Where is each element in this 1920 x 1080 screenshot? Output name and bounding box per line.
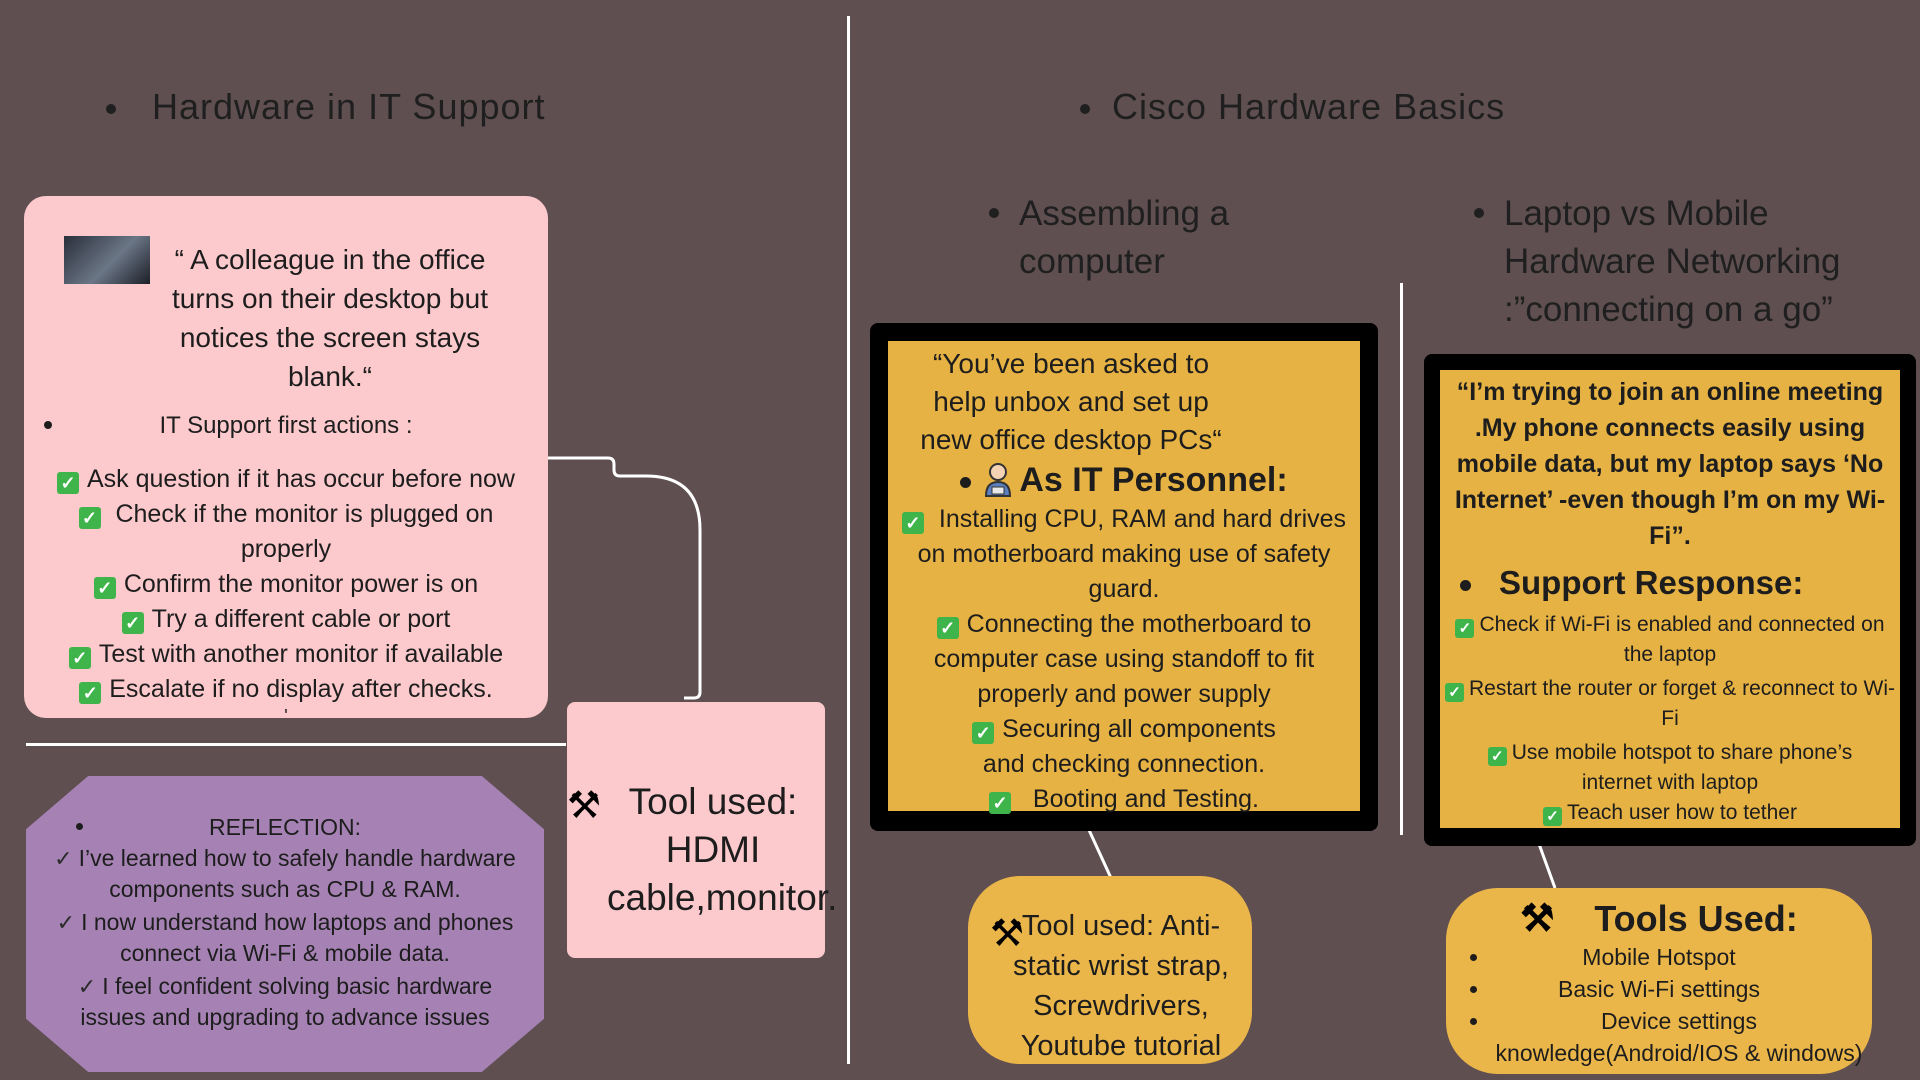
- assembling-item: ✓ Installing CPU, RAM and hard drives on…: [888, 502, 1360, 607]
- check-box-icon: ✓: [988, 792, 1011, 814]
- bullet-dot: [1470, 1018, 1477, 1025]
- response-item: ✓Check if Wi-Fi is enabled and connected…: [1440, 610, 1900, 670]
- check-box-icon: ✓: [56, 472, 79, 494]
- networking-quote: “I’m trying to join an online meeting .M…: [1454, 378, 1886, 550]
- check-box-icon: ✓: [1487, 747, 1507, 766]
- check-box-icon: ✓: [972, 722, 995, 744]
- bullet-dot: [989, 208, 999, 218]
- assembling-item: ✓Connecting the motherboard to computer …: [933, 610, 1315, 708]
- check-box-icon: ✓: [1444, 683, 1464, 702]
- bullet-dot: [960, 476, 972, 488]
- bullet-dot: [44, 421, 52, 429]
- hammer-wrench-icon: ⚒: [567, 785, 602, 827]
- bullet-dot: [76, 823, 83, 830]
- action-item: ✓Escalate if no display after checks.: [24, 672, 548, 707]
- reflection-panel: REFLECTION: ✓I’ve learned how to safely …: [26, 776, 544, 1072]
- right-sub-divider: [1400, 283, 1403, 835]
- bullet-dot: [1460, 579, 1471, 591]
- hammer-wrench-icon: ⚒: [1520, 898, 1555, 940]
- action-item: ✓Ask question if it has occur before now: [24, 462, 548, 497]
- check-box-icon: ✓: [1543, 807, 1563, 826]
- reflection-item: ✓I’ve learned how to safely handle hardw…: [54, 845, 516, 902]
- action-item: ✓ Check if the monitor is plugged on pro…: [24, 497, 548, 567]
- it-person-icon: [985, 463, 1012, 497]
- response-item: ✓Teach user how to tether: [1440, 798, 1900, 828]
- left-horizontal-divider: [26, 743, 566, 746]
- check-box-icon: ✓: [901, 512, 924, 534]
- networking-tools-bubble: ⚒Tools Used: Mobile Hotspot Basic Wi-Fi …: [1446, 888, 1872, 1074]
- tool-item: Basic Wi-Fi settings: [1446, 973, 1872, 1005]
- assembling-item: ✓ Booting and Testing.: [888, 782, 1360, 817]
- bullet-dot: [1080, 104, 1090, 115]
- action-item: ✓Test with another monitor if available: [24, 637, 548, 672]
- reflection-item: ✓I now understand how laptops and phones…: [56, 909, 514, 966]
- bullet-dot: [1470, 986, 1477, 993]
- center-divider: [847, 16, 850, 1064]
- tool-item: Device settings knowledge(Android/IOS & …: [1446, 1005, 1872, 1069]
- check-box-icon: ✓: [936, 617, 959, 639]
- check-box-icon: ✓: [1455, 619, 1475, 638]
- response-item: ✓Use mobile hotspot to share phone’s int…: [1440, 738, 1900, 798]
- check-box-icon: ✓: [79, 682, 102, 704]
- assembling-card: “You’ve been asked to help unbox and set…: [888, 341, 1360, 814]
- right-gold-connector: [1537, 843, 1557, 889]
- role-title: As IT Personnel:: [888, 461, 1360, 500]
- computer-thumbnail: [64, 236, 150, 284]
- assembling-item: ✓Securing all components and checking co…: [888, 712, 1360, 782]
- networking-heading: Laptop vs Mobile Hardware Networking :”c…: [1474, 190, 1894, 334]
- action-item: ✓Try a different cable or port: [24, 602, 548, 637]
- hammer-wrench-icon: ⚒: [990, 913, 1025, 955]
- response-title: Support Response:: [1460, 564, 1900, 602]
- action-item: ✓Confirm the monitor power is on: [24, 567, 548, 602]
- actions-title: IT Support first actions :: [24, 412, 548, 440]
- check-box-icon: ✓: [78, 507, 101, 529]
- hdmi-tool-box: ⚒ Tool used: HDMI cable,monitor.: [567, 702, 837, 958]
- assembling-heading: Assembling a computer: [989, 190, 1279, 286]
- reflection-item: ✓I feel confident solving basic hardware…: [77, 973, 493, 1030]
- tool-item: Mobile Hotspot: [1446, 941, 1872, 973]
- check-box-icon: ✓: [93, 577, 116, 599]
- right-section-title: Cisco Hardware Basics: [1080, 86, 1505, 128]
- bullet-dot: [1470, 954, 1477, 961]
- bullet-dot: [106, 104, 116, 115]
- scenario-card: “ A colleague in the office turns on the…: [24, 196, 548, 725]
- assembling-tools-bubble: ⚒ Tool used: Anti-static wrist strap, Sc…: [968, 876, 1252, 1064]
- networking-card: “I’m trying to join an online meeting .M…: [1440, 370, 1900, 828]
- stray-mark: ': [284, 706, 288, 726]
- tools-title: ⚒Tools Used:: [1520, 898, 1798, 940]
- left-gold-connector: [1087, 829, 1113, 879]
- tick-icon: ✓: [54, 846, 73, 871]
- assembling-quote: “You’ve been asked to help unbox and set…: [920, 348, 1222, 455]
- left-section-title: Hardware in IT Support: [106, 86, 546, 128]
- reflection-title: REFLECTION:: [26, 814, 544, 841]
- response-item: ✓Restart the router or forget & reconnec…: [1440, 674, 1900, 734]
- check-box-icon: ✓: [68, 647, 91, 669]
- left-connector: [548, 456, 702, 700]
- scenario-quote: “ A colleague in the office turns on the…: [24, 236, 548, 396]
- tick-icon: ✓: [56, 910, 76, 935]
- bullet-dot: [1474, 208, 1484, 218]
- tick-icon: ✓: [77, 974, 97, 999]
- check-box-icon: ✓: [121, 612, 144, 634]
